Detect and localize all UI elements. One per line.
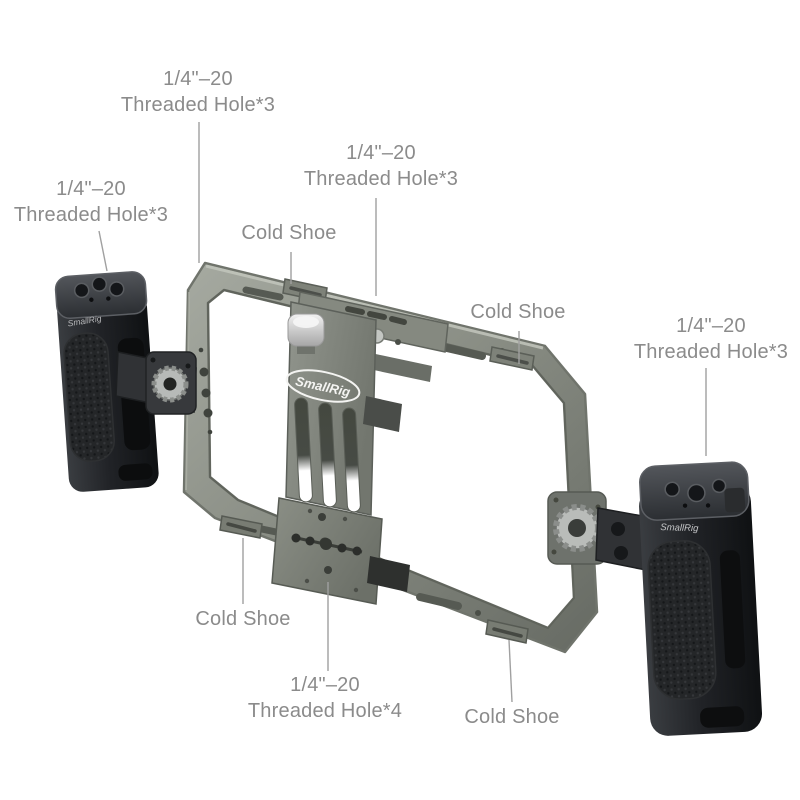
label-cold-shoe-top: Cold Shoe: [241, 222, 337, 244]
cold-shoe-tab-bottom-left: [219, 515, 263, 539]
right-arm-hole-1: [611, 522, 625, 536]
left-rosette: [150, 357, 191, 403]
thumbscrew-knob: [287, 313, 325, 354]
right-handle-logo-text: SmallRig: [660, 522, 699, 534]
phone-jaw-top: [363, 396, 402, 432]
inner-edge-shading: [206, 288, 576, 630]
leader-lines: [98, 122, 707, 703]
clamp-bottom-plate: [271, 497, 383, 605]
right-handle-bottom-slot: [700, 706, 745, 728]
right-arm-hole-2: [614, 546, 628, 560]
right-handle-threaded-holes: [664, 478, 727, 508]
clamp-cross-holes: [291, 508, 363, 593]
label-left-threaded: 1/4"–20 Threaded Hole*3: [13, 178, 169, 226]
cold-shoe-tab-bottom-right: [485, 619, 529, 644]
clamp-vertical-slots: [294, 397, 361, 513]
left-handle: SmallRig: [54, 271, 197, 492]
label-right-threaded: 1/4"–20 Threaded Hole*3: [633, 315, 789, 363]
label-cold-shoe-bottom-right: Cold Shoe: [464, 706, 560, 728]
top-rail-highlight: [205, 264, 544, 350]
left-handle-threaded-holes: [73, 276, 125, 302]
leader-left-threaded: [98, 230, 108, 272]
phone-clamp: SmallRig: [271, 291, 449, 605]
left-handle-bottom-slot: [118, 463, 153, 481]
clamp-top-slots: [345, 306, 407, 325]
right-handle: SmallRig: [547, 461, 763, 736]
left-handle-grip: [63, 332, 115, 462]
left-bar-threaded-holes: [198, 347, 213, 435]
label-top-left-threaded: 1/4"–20 Threaded Hole*3: [120, 68, 276, 116]
right-handle-shoe-groove: [724, 487, 746, 513]
label-top-center-threaded: 1/4"–20 Threaded Hole*3: [303, 142, 459, 190]
label-cold-shoe-bottom-left: Cold Shoe: [195, 608, 291, 630]
cold-shoe-tab-top-right: [489, 346, 535, 371]
right-handle-slot: [719, 550, 746, 669]
label-cold-shoe-right: Cold Shoe: [470, 301, 566, 323]
label-bottom-center-threaded: 1/4"–20 Threaded Hole*4: [247, 674, 403, 722]
phone-jaw-bottom-pad: [367, 556, 410, 592]
right-handle-grip: [647, 540, 717, 700]
leader-cold-shoe-bottom-right: [508, 639, 513, 703]
